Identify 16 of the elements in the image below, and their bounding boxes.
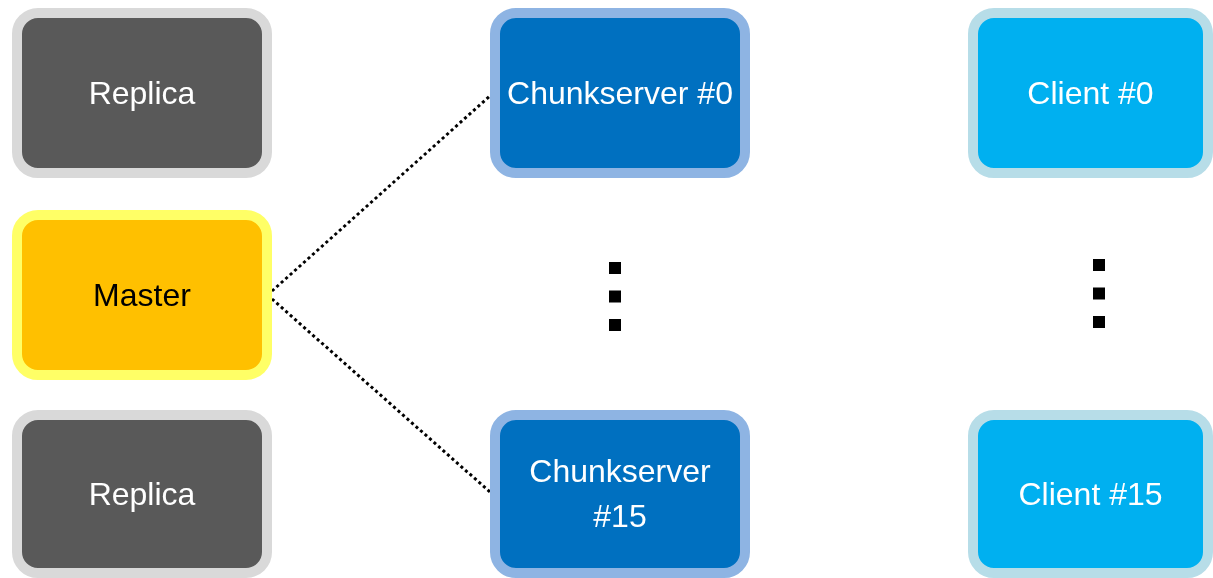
- server-box: [12, 410, 272, 578]
- server-box: [968, 410, 1213, 578]
- node-label: Master: [92, 275, 192, 315]
- server-box: [968, 8, 1213, 178]
- node-label: Client #0: [1026, 73, 1155, 113]
- node-label: Chunkserver #0: [506, 73, 734, 113]
- server-box: [490, 410, 750, 578]
- node-label: Chunkserver #15: [528, 452, 712, 536]
- node-label: Replica: [87, 474, 197, 514]
- dotted-connector: [271, 94, 491, 293]
- server-box: [490, 8, 750, 178]
- server-box: [12, 210, 272, 380]
- server-box: [12, 8, 272, 178]
- dotted-connector: [271, 297, 491, 494]
- node-label: Client #15: [1017, 474, 1164, 514]
- node-label: Replica: [87, 73, 197, 113]
